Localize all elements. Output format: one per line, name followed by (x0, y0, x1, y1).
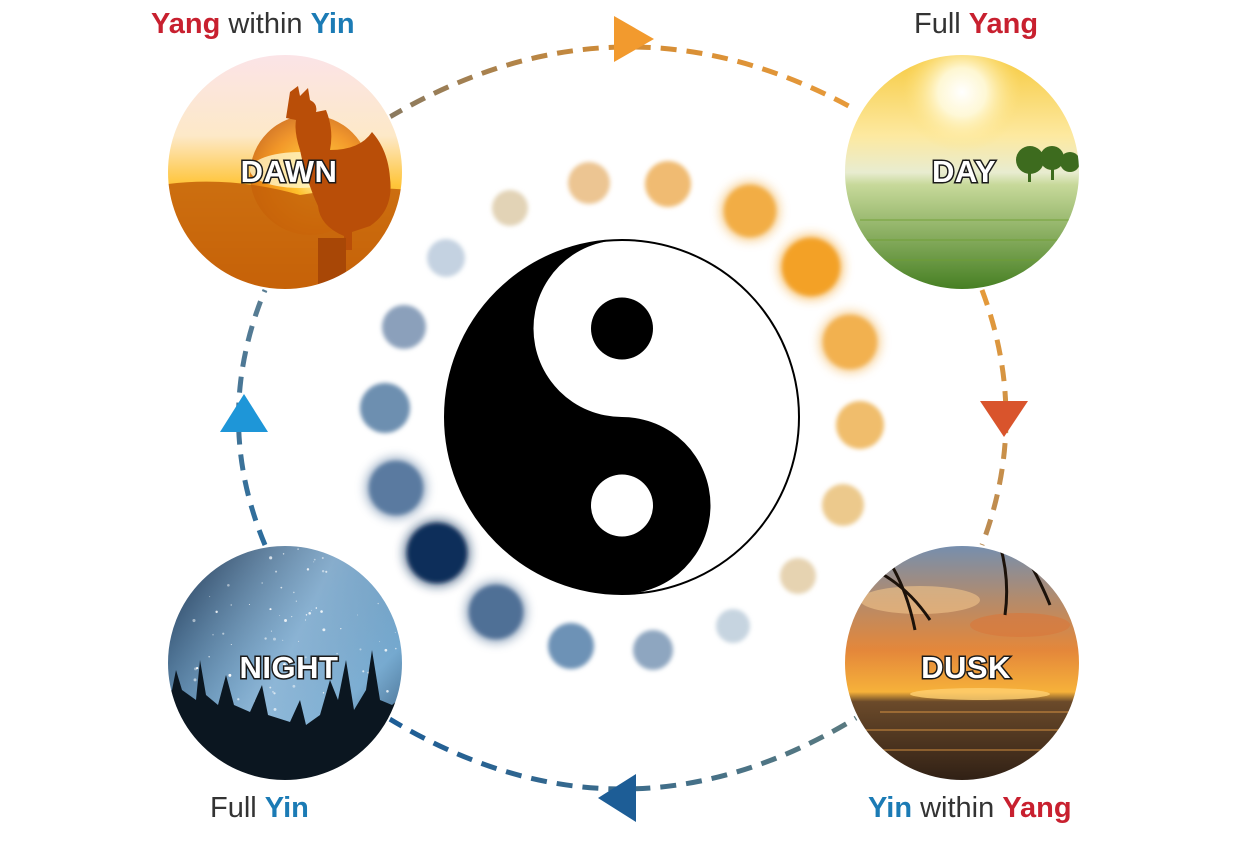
dusk-label: DUSK (921, 650, 1011, 685)
night-caption: Full Yin (210, 792, 309, 825)
ring-dot (716, 609, 750, 643)
dawn-caption-within: within (220, 8, 311, 40)
ring-dot (382, 305, 426, 349)
ring-dot (568, 162, 610, 204)
dawn-caption-yin: Yin (310, 8, 355, 40)
day-caption: Full Yang (914, 8, 1038, 41)
ring-dot (548, 623, 594, 669)
dusk-caption-yin: Yin (868, 792, 913, 824)
dusk-caption-within: within (912, 792, 1003, 824)
night-label: NIGHT (240, 650, 339, 685)
dot-ring (360, 161, 884, 670)
ring-dot (492, 190, 528, 226)
ring-dot (360, 383, 410, 433)
rooster-silhouette (286, 86, 391, 250)
dusk-image: DUSK (843, 544, 1081, 782)
tree-line (1016, 146, 1080, 182)
arrow-down-icon (980, 401, 1028, 437)
dusk-caption: Yin within Yang (868, 792, 1072, 825)
ring-dot (780, 558, 816, 594)
ring-dot (465, 581, 527, 643)
cycle-arc-dawn-to-day (386, 44, 858, 121)
arrow-up-icon (220, 394, 268, 432)
dusk-caption-yang: Yang (1002, 792, 1072, 824)
day-caption-full: Full (914, 8, 969, 40)
cycle-arc-dusk-to-night (386, 715, 858, 792)
ring-dot (822, 484, 864, 526)
dawn-image: DAWN (166, 53, 404, 291)
ring-dot (836, 401, 884, 449)
night-caption-full: Full (210, 792, 265, 824)
ring-dot (633, 630, 673, 670)
ring-dot (778, 234, 844, 300)
night-caption-yin: Yin (264, 792, 309, 824)
forest-silhouette (167, 650, 403, 781)
dawn-caption: Yang within Yin (151, 8, 355, 41)
day-caption-yang: Yang (968, 8, 1039, 40)
dawn-label: DAWN (241, 154, 338, 189)
ring-dot (720, 181, 780, 241)
ring-dot (403, 519, 471, 587)
ring-dot (365, 457, 427, 519)
ring-dot (645, 161, 691, 207)
yin-yang-icon (444, 239, 800, 595)
dawn-caption-yang: Yang (151, 8, 221, 40)
day-image: DAY (843, 53, 1081, 291)
ring-dot (427, 239, 465, 277)
day-label: DAY (932, 154, 996, 189)
arrow-right-icon (614, 16, 654, 62)
night-image: NIGHT (166, 544, 404, 782)
ring-dot (819, 311, 881, 373)
arrow-left-icon (598, 774, 636, 822)
